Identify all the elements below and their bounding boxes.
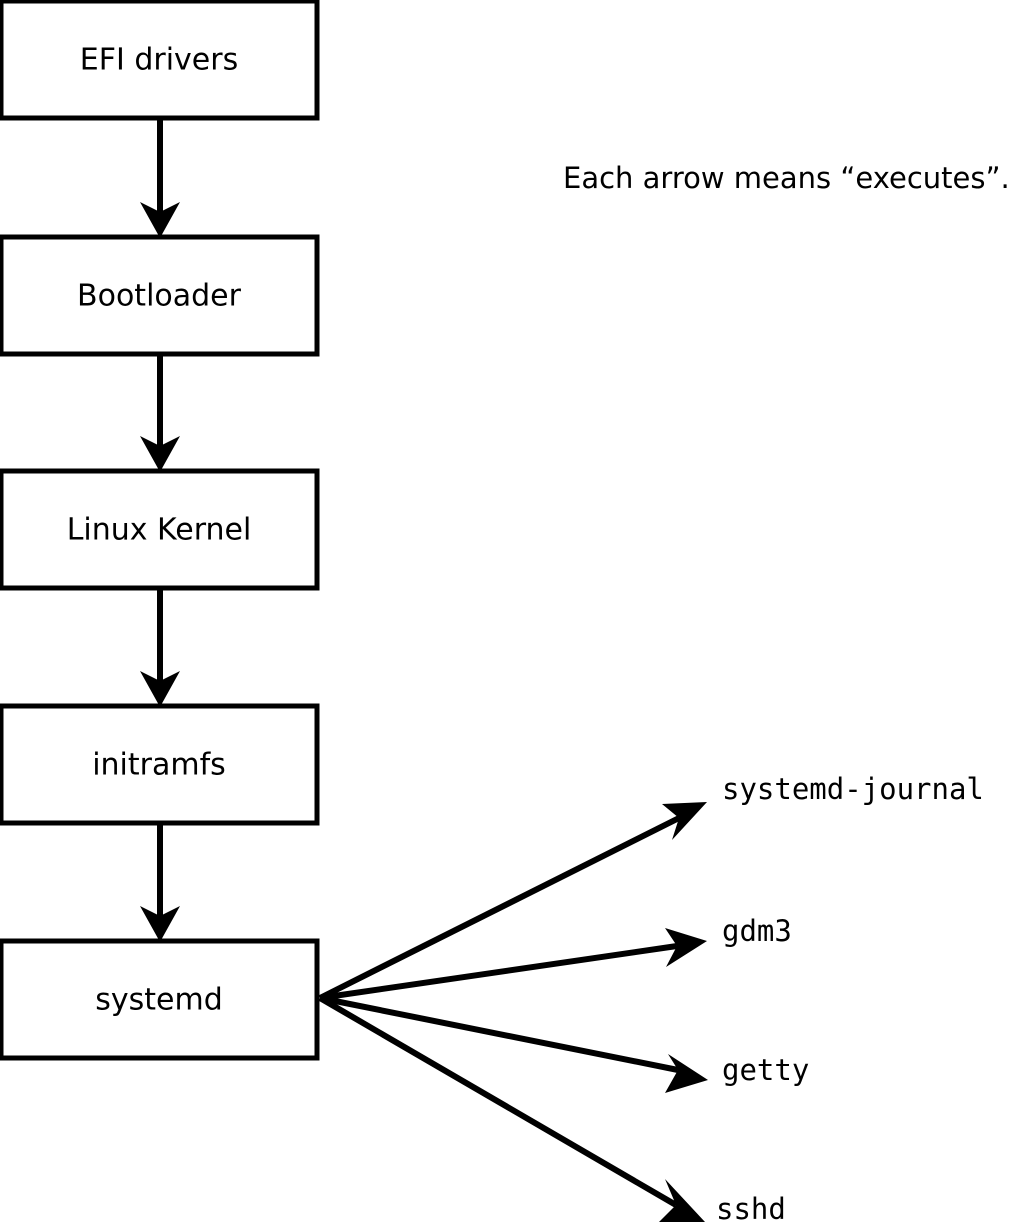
node-efi-drivers[interactable]: EFI drivers: [0, 0, 320, 121]
node-efi-drivers-label: EFI drivers: [80, 43, 238, 78]
node-initramfs[interactable]: initramfs: [0, 703, 320, 826]
arrow-systemd-to-gdm3: [319, 928, 707, 1001]
node-initramfs-label: initramfs: [92, 748, 226, 783]
arrow-systemd-to-systemd-journal: [318, 802, 707, 1001]
node-bootloader[interactable]: Bootloader: [0, 234, 320, 357]
arrow-bootloader-to-kernel: [140, 354, 180, 472]
node-bootloader-label: Bootloader: [77, 279, 242, 314]
arrow-systemd-to-systemd-journal-head: [662, 802, 707, 840]
arrow-kernel-to-initramfs: [140, 588, 180, 707]
node-systemd-label: systemd: [95, 983, 223, 1018]
service-label-sshd: sshd: [716, 1192, 786, 1226]
arrow-kernel-to-initramfs-head: [140, 671, 180, 707]
arrow-systemd-to-sshd-head: [659, 1179, 705, 1222]
boot-chain-group: EFI drivers Bootloader Linux Kernel init…: [0, 0, 320, 1061]
arrow-efi-to-bootloader-head: [140, 202, 180, 238]
arrow-systemd-to-sshd-line: [318, 995, 678, 1208]
arrow-systemd-to-getty: [319, 995, 708, 1093]
node-linux-kernel-label: Linux Kernel: [67, 513, 252, 548]
arrow-bootloader-to-kernel-head: [140, 436, 180, 472]
node-systemd-rect[interactable]: [0, 938, 320, 1061]
legend-caption: Each arrow means “executes”.: [563, 161, 1010, 195]
service-arrows-group: [318, 802, 708, 1222]
node-efi-drivers-rect[interactable]: [0, 0, 320, 121]
node-linux-kernel[interactable]: Linux Kernel: [0, 468, 320, 591]
node-bootloader-rect[interactable]: [0, 234, 320, 357]
service-label-getty: getty: [722, 1053, 809, 1087]
arrow-initramfs-to-systemd-head: [140, 906, 180, 942]
arrow-systemd-to-getty-head: [665, 1054, 708, 1093]
vertical-arrows-group: [140, 118, 180, 942]
arrow-systemd-to-gdm3-line: [319, 943, 678, 1001]
arrow-systemd-to-systemd-journal-line: [318, 815, 681, 1001]
service-label-gdm3: gdm3: [722, 914, 792, 948]
arrow-systemd-to-getty-line: [319, 995, 679, 1073]
node-systemd[interactable]: systemd: [0, 938, 320, 1061]
arrow-initramfs-to-systemd: [140, 823, 180, 942]
service-labels-group: systemd-journal gdm3 getty sshd: [716, 772, 984, 1226]
arrow-efi-to-bootloader: [140, 118, 180, 238]
arrow-systemd-to-sshd: [318, 995, 705, 1222]
arrow-systemd-to-gdm3-head: [665, 928, 707, 967]
node-linux-kernel-rect[interactable]: [0, 468, 320, 591]
service-label-systemd-journal: systemd-journal: [722, 772, 984, 806]
